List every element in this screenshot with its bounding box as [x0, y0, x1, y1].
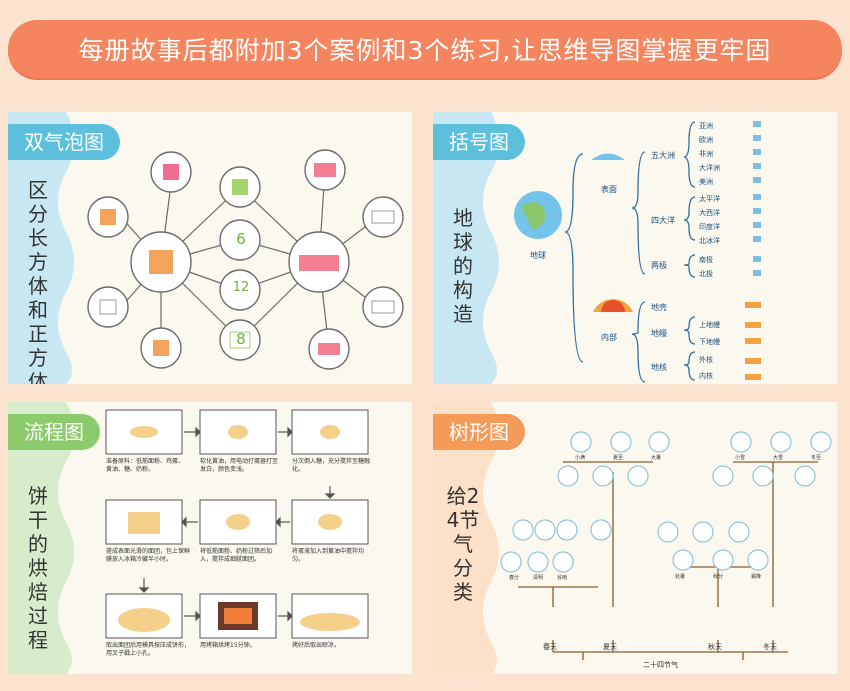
tag-double-bubble: 双气泡图	[8, 124, 120, 160]
season-summer: 夏天	[603, 643, 617, 651]
tree-root-label: 二十四节气	[643, 661, 678, 669]
panel-3-caption: 饼干的烘焙过程	[28, 484, 48, 652]
tag-brace-map: 括号图	[433, 124, 525, 160]
continents-label: 五大洲	[651, 151, 675, 160]
flow-map-diagram	[8, 402, 369, 674]
double-bubble-diagram	[8, 112, 404, 384]
spring-terms: 春分 清明 谷雨	[509, 574, 567, 581]
core-label: 地核	[651, 363, 667, 372]
list-item: 清明	[533, 575, 544, 581]
tree-map-diagram	[433, 402, 832, 674]
brace-map-panel: 地球 表面 内部 五大洲 四大洋 两极 地壳 地幔 地核 亚洲欧洲非洲大洋洲美洲…	[433, 112, 837, 384]
mantle-list: 上地幔下地幔	[699, 317, 720, 351]
mantle-label: 地幔	[651, 329, 667, 338]
flow-step-8: 用烤箱烘烤15分钟。	[200, 642, 256, 649]
double-bubble-panel: 6 12 8 双气泡图 区分长方体和正方体	[8, 112, 412, 384]
list-item: 南极	[699, 256, 713, 264]
flow-step-7: 取出面团后用模具按压成饼形，用叉子戳上小孔。	[106, 642, 191, 657]
list-item: 北极	[699, 270, 713, 278]
list-item: 美洲	[699, 178, 713, 186]
ocean-list: 太平洋大西洋印度洋北冰洋	[699, 192, 720, 248]
list-item: 霜降	[751, 574, 762, 580]
season-spring: 春天	[543, 643, 557, 651]
continent-list: 亚洲欧洲非洲大洋洲美洲	[699, 119, 720, 189]
autumn-terms: 处暑 秋分 霜降	[675, 573, 761, 580]
list-item: 外核	[699, 356, 713, 364]
season-autumn: 秋天	[708, 643, 722, 651]
brace-surface-label: 表面	[601, 185, 617, 194]
list-item: 秋分	[713, 574, 724, 580]
list-item: 北冰洋	[699, 237, 720, 245]
summer-terms: 小满 夏至 大暑	[575, 454, 661, 461]
flow-step-9: 烤好后取出晾凉。	[292, 642, 341, 649]
brace-root-label: 地球	[530, 251, 546, 260]
list-item: 下地幔	[699, 338, 720, 346]
tag-flow-map: 流程图	[8, 414, 100, 450]
pole-list: 南极北极	[699, 253, 713, 281]
headline-banner: 每册故事后都附加3个案例和3个练习,让思维导图掌握更牢固	[8, 20, 842, 78]
list-item: 大雪	[773, 455, 784, 461]
panel-1-caption: 区分长方体和正方体	[28, 178, 48, 384]
season-winter: 冬天	[763, 643, 777, 651]
list-item: 欧洲	[699, 136, 713, 144]
flow-step-5: 将低筋面粉、奶粉过筛后加入，搅拌成细腻面团。	[200, 548, 273, 563]
core-list: 外核内核	[699, 352, 713, 384]
panel-4-caption: 给24节气分类	[446, 484, 480, 604]
winter-terms: 小雪 大雪 冬至	[735, 454, 821, 461]
list-item: 冬至	[811, 455, 822, 461]
brace-map-diagram	[433, 112, 761, 384]
oceans-label: 四大洋	[651, 216, 675, 225]
flow-step-4: 搓成表面光滑的面团，包上保鲜膜放入冰箱冷藏半小时。	[106, 548, 191, 563]
list-item: 谷雨	[557, 575, 568, 581]
list-item: 大暑	[651, 455, 662, 461]
list-item: 亚洲	[699, 122, 713, 130]
flow-map-panel: 准备原料：低筋面粉、鸡蛋、黄油、糖、奶粉。 软化黄油，用电动打蛋器打至发白，颜色…	[8, 402, 412, 674]
list-item: 春分	[509, 575, 520, 581]
crust-label: 地壳	[651, 303, 667, 312]
face-count-badge: 12	[232, 280, 250, 295]
list-item: 小满	[575, 455, 586, 461]
tag-tree-map: 树形图	[433, 414, 525, 450]
list-item: 夏至	[613, 455, 624, 461]
brace-inner-label: 内部	[601, 333, 617, 342]
list-item: 处暑	[675, 574, 686, 580]
list-item: 非洲	[699, 150, 713, 158]
flow-step-3: 分次倒入糖，充分搅拌至糖融化。	[292, 458, 371, 473]
poles-label: 两极	[651, 261, 667, 270]
list-item: 上地幔	[699, 321, 720, 329]
flow-step-1: 准备原料：低筋面粉、鸡蛋、黄油、糖、奶粉。	[106, 458, 185, 473]
edge-count-badge: 6	[236, 230, 246, 248]
list-item: 大西洋	[699, 209, 720, 217]
list-item: 大洋洲	[699, 164, 720, 172]
list-item: 内核	[699, 372, 713, 380]
list-item: 印度洋	[699, 223, 720, 231]
vertex-count-badge: 8	[236, 330, 246, 348]
panel-2-caption: 地球的构造	[453, 206, 473, 326]
flow-step-6: 将蛋液加入到黄油中搅拌均匀。	[292, 548, 365, 563]
list-item: 小雪	[735, 455, 746, 461]
tree-map-panel: 春天 夏天 秋天 冬天 二十四节气 春分 清明 谷雨 小满 夏至 大暑 处暑 秋分 霜降 小…	[433, 402, 837, 674]
flow-step-2: 软化黄油，用电动打蛋器打至发白，颜色变浅。	[200, 458, 279, 473]
list-item: 太平洋	[699, 195, 720, 203]
